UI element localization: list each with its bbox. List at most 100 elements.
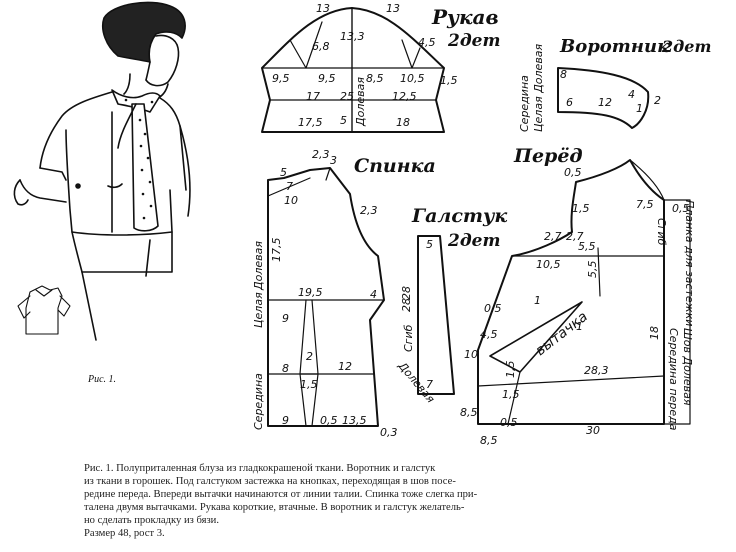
caption-line: из ткани в горошек. Под галстуком застеж… <box>84 476 456 487</box>
front-fold-label: Сгиб <box>655 218 668 246</box>
dim: 1,5 <box>440 74 458 87</box>
dim: 2,7 <box>544 230 562 243</box>
dim: 30 <box>586 424 600 437</box>
figure-label: Рис. 1. <box>87 374 116 385</box>
dim: 1,5 <box>300 378 318 391</box>
collar-title: Воротник <box>559 36 670 57</box>
back-title: Спинка <box>354 155 436 177</box>
dim: 4 <box>628 88 635 101</box>
front-placket-label: Планка для застежки <box>683 200 696 326</box>
dim: 17,5 <box>270 238 283 263</box>
front-pattern <box>477 159 691 425</box>
collar-count: 2дет <box>661 37 711 56</box>
dim: 5 <box>426 238 433 251</box>
dim: 12 <box>598 96 612 109</box>
tie-title: Галстук <box>411 205 507 227</box>
dim: 3 <box>330 154 337 167</box>
dim: 0,5 <box>320 414 338 427</box>
dim: 13 <box>386 2 400 15</box>
dim: 17,5 <box>298 116 323 129</box>
front-seam-label: Шов Долевая <box>681 328 694 406</box>
dim: 7,5 <box>636 198 654 211</box>
sleeve-count: 2дет <box>447 31 500 51</box>
dim: 2 <box>306 350 313 363</box>
tie-count: 2дет <box>447 231 500 251</box>
dim: 0,5 <box>672 202 690 215</box>
dim: 4 <box>370 288 377 301</box>
fashion-illustration <box>13 1 191 341</box>
back-side-label-1: Середина <box>252 373 265 430</box>
dim: 5 <box>340 114 347 127</box>
dim: 10 <box>464 348 478 361</box>
dim: 25 <box>340 90 354 103</box>
dim: 0,3 <box>380 426 398 439</box>
dim: 8,5 <box>460 406 478 419</box>
dim: 0,5 <box>564 166 582 179</box>
dim: 8 <box>560 68 567 81</box>
caption-line: талена двумя вытачками. Рукава короткие,… <box>84 502 465 513</box>
caption-line: Размер 48, рост 3. <box>84 528 165 539</box>
back-side-label-3: Долевая <box>252 241 265 291</box>
dim: 0,5 <box>484 302 502 315</box>
front-center-label: Середина переда <box>667 328 680 431</box>
dim: 9,5 <box>272 72 290 85</box>
dim: 2,7 <box>566 230 584 243</box>
dim: 13,5 <box>342 414 367 427</box>
dim: 10,5 <box>400 72 425 85</box>
dim: 9 <box>282 312 289 325</box>
collar-pattern <box>557 67 650 129</box>
titles: Рукав 2дет Воротник 2дет Спинка Галстук … <box>354 5 711 251</box>
dim: 13,3 <box>340 30 365 43</box>
dim: 18 <box>396 116 410 129</box>
dim: 4,5 <box>480 328 498 341</box>
dim: 17 <box>306 90 320 103</box>
dim: 8,5 <box>366 72 384 85</box>
dim: 13 <box>316 2 330 15</box>
front-dart-label: вытачка <box>533 309 591 359</box>
dim: 28 <box>400 298 413 312</box>
dim: 7 <box>426 378 433 391</box>
caption-line: Рис. 1. Полуприталенная блуза из гладкок… <box>84 463 436 474</box>
dim: 5,5 <box>578 240 596 253</box>
back-side-label-2: Целая <box>252 292 265 328</box>
dim: 8 <box>282 362 289 375</box>
dim: 6 <box>566 96 573 109</box>
sleeve-grain-label: Долевая <box>354 77 367 127</box>
dim: 12,5 <box>392 90 417 103</box>
dim: 4,5 <box>418 36 436 49</box>
tie-pattern <box>417 235 455 395</box>
dim: 10,5 <box>536 258 561 271</box>
dim: 1,5 <box>504 361 517 379</box>
back-pattern <box>267 167 385 427</box>
caption-line: но сделать прокладку из бязи. <box>84 515 219 526</box>
dimensions: 13 13 6,8 13,3 4,5 9,5 9,5 8,5 10,5 17 2… <box>270 2 690 447</box>
collar-side-label-2: Целая Долевая <box>532 43 545 132</box>
caption: Рис. 1. Полуприталенная блуза из гладкок… <box>84 462 580 540</box>
dim: 5,5 <box>586 261 599 279</box>
dim: 1,5 <box>502 388 520 401</box>
sleeve-title: Рукав <box>431 5 499 29</box>
dim: 1,5 <box>572 202 590 215</box>
dim: 1 <box>534 294 541 307</box>
dim: 1 <box>636 102 643 115</box>
dim: 2,3 <box>360 204 378 217</box>
dim: 28 <box>400 286 413 300</box>
dim: 9,5 <box>318 72 336 85</box>
dim: 18 <box>648 326 661 340</box>
collar-side-label-1: Середина <box>518 75 531 132</box>
dim: 12 <box>338 360 352 373</box>
caption-line: редине переда. Впереди вытачки начинаютс… <box>84 489 478 500</box>
dim: 6,8 <box>312 40 330 53</box>
dim: 1 <box>576 320 583 333</box>
tie-fold-label: Сгиб <box>402 324 415 352</box>
dim: 2 <box>654 94 661 107</box>
dim: 10 <box>284 194 298 207</box>
front-title: Перёд <box>513 145 583 167</box>
dim: 28,3 <box>584 364 609 377</box>
dim: 9 <box>282 414 289 427</box>
dim: 5 <box>280 166 287 179</box>
dim: 2,3 <box>312 148 330 161</box>
dim: 8,5 <box>480 434 498 447</box>
tie-dots <box>124 98 154 220</box>
dim: 7 <box>286 180 293 193</box>
